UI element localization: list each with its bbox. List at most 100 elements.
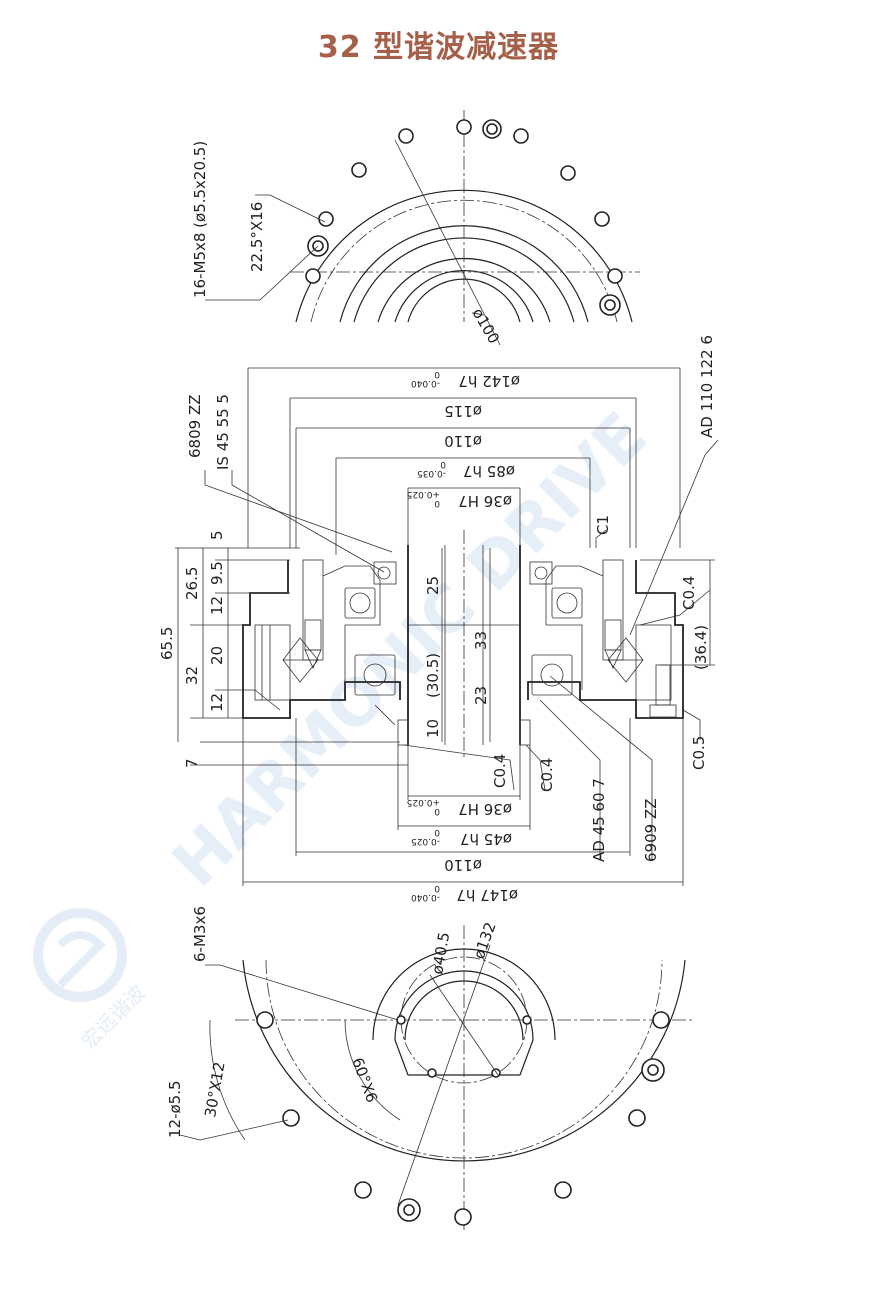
- label-bearing-6909: 6909 ZZ: [642, 799, 660, 863]
- bolt-hole: [554, 1181, 572, 1199]
- seal-is-left: [373, 561, 397, 585]
- bottom-holes: [256, 1011, 670, 1226]
- page-title: 32 型谐波减速器: [317, 30, 560, 65]
- seal-ad-top-leader: [629, 439, 719, 636]
- wave-gen-right: [545, 565, 604, 690]
- bolt-tip-right: [604, 649, 622, 669]
- holes-leader: [205, 245, 319, 301]
- label-d36-top: ø36 H7: [458, 492, 512, 510]
- c05-leader: [682, 709, 701, 740]
- screw-right: [655, 664, 671, 706]
- watermark: HARMONIC DRIVE 宏远谐波: [33, 399, 661, 1054]
- bolt-hole: [256, 1011, 274, 1029]
- angle-30-arc: [209, 1019, 246, 1141]
- bearing-ball: [363, 663, 387, 687]
- label-dim-23: 23: [472, 686, 490, 705]
- m3-hole: [522, 1015, 532, 1025]
- input-shaft: [397, 545, 531, 746]
- label-d45-tol-upper: 0: [434, 827, 440, 837]
- bolt-right: [602, 559, 624, 661]
- label-d142-tol-upper: 0: [434, 369, 440, 379]
- label-dim-7: 7: [183, 758, 201, 768]
- bottom-diameter-dims: [242, 718, 684, 886]
- top-diameter-dims: [247, 367, 681, 555]
- watermark-logo: [33, 908, 127, 1002]
- label-dim-265: 26.5: [183, 567, 201, 600]
- bearing-6909-leader: [549, 675, 653, 860]
- angle-leader: [255, 194, 326, 223]
- label-dim-12a: 12: [208, 596, 226, 615]
- bolt-hole: [398, 128, 414, 144]
- c1-leader: [595, 529, 607, 548]
- bolt-hole: [560, 165, 576, 181]
- label-dim-364: (36.4): [692, 625, 710, 670]
- label-c1: C1: [594, 515, 612, 535]
- bolt-hole-inner: [647, 1064, 659, 1076]
- bolt-hole: [513, 128, 529, 144]
- bearing-6809-leader: [204, 470, 393, 553]
- wave-gen-left: [322, 565, 381, 690]
- label-c04-a: C0.4: [491, 754, 509, 788]
- label-angle-60: 60°X6: [348, 1055, 381, 1105]
- label-dim-655: 65.5: [158, 627, 176, 660]
- bottom-view: 6-M3x6 ø40.5 ø132 60°X6 12-ø5.5 30°X12: [166, 906, 695, 1230]
- bolt-hole: [282, 1109, 300, 1127]
- d132-leader: [397, 944, 491, 1206]
- label-dim-12b: 12: [208, 693, 226, 712]
- hatch: [374, 704, 396, 726]
- seal-ad-bot-leader: [539, 699, 601, 860]
- bearing-ball: [540, 663, 564, 687]
- label-d110-top: ø110: [444, 432, 482, 450]
- label-c04-b: C0.4: [538, 758, 556, 792]
- top-view: 16-M5x8 (ø5.5x20.5) 22.5°X16 ø100: [191, 110, 640, 347]
- top-holes-label: 16-M5x8 (ø5.5x20.5): [191, 141, 209, 298]
- label-d147-tol-upper: 0: [434, 883, 440, 893]
- label-d85: ø85 h7: [463, 462, 515, 480]
- flexspline-right: [635, 624, 672, 701]
- pin-right: [519, 719, 531, 746]
- label-d36-top-tol-upper: +0.025: [407, 489, 440, 499]
- bearing-6909-left: [354, 654, 396, 696]
- bearing-6909-right: [531, 654, 573, 696]
- housing-outline: [527, 560, 684, 719]
- housing-right: [527, 559, 684, 719]
- bolt-hole-inner: [604, 299, 616, 311]
- bolt-hole-inner: [403, 1204, 415, 1216]
- m3-leader: [205, 964, 399, 1021]
- seal-is-leader: [231, 470, 385, 573]
- bolt-left-thread: [304, 619, 322, 651]
- hatch: [254, 689, 281, 711]
- label-c04-right: C0.4: [680, 576, 698, 610]
- top-diameter-leader: [394, 139, 501, 346]
- label-d36-top-tol-lower: 0: [434, 498, 440, 508]
- bearing-6809-left: [344, 587, 376, 619]
- m3-hole: [427, 1068, 437, 1078]
- c04-a-leader: [403, 744, 515, 791]
- top-diameter-label: ø100: [469, 305, 503, 347]
- bolt-hole: [354, 1181, 372, 1199]
- label-d45-tol-lower: -0.025: [411, 836, 440, 846]
- bolt-tip-left: [304, 649, 322, 669]
- section-view: ø142 h7 0 -0.040 ø115 ø110 ø85 h7 0 -0.0…: [158, 335, 719, 904]
- bolt-hole: [607, 268, 623, 284]
- bolt-hole: [351, 162, 367, 178]
- pin-left: [397, 719, 409, 746]
- bolt-right-thread: [604, 619, 622, 651]
- seal-is-right: [529, 561, 553, 585]
- label-d147-tol-lower: -0.040: [411, 892, 440, 902]
- seal-ring: [377, 566, 391, 580]
- flexspline-left: [254, 624, 291, 701]
- top-bolt-holes: [305, 119, 623, 316]
- label-dim-305: (30.5): [424, 653, 442, 698]
- m3-hole: [491, 1068, 501, 1078]
- label-c05: C0.5: [690, 736, 708, 770]
- seal-ring: [534, 566, 548, 580]
- label-d142: ø142 h7: [458, 372, 520, 390]
- label-d110-bot: ø110: [444, 856, 482, 874]
- label-d142-tol-lower: -0.040: [411, 378, 440, 388]
- label-d36-bot: ø36 H7: [458, 800, 512, 818]
- bearing-6809-right: [551, 587, 583, 619]
- label-m3: 6-M3x6: [191, 906, 209, 962]
- angle-60-arc: [344, 1019, 401, 1121]
